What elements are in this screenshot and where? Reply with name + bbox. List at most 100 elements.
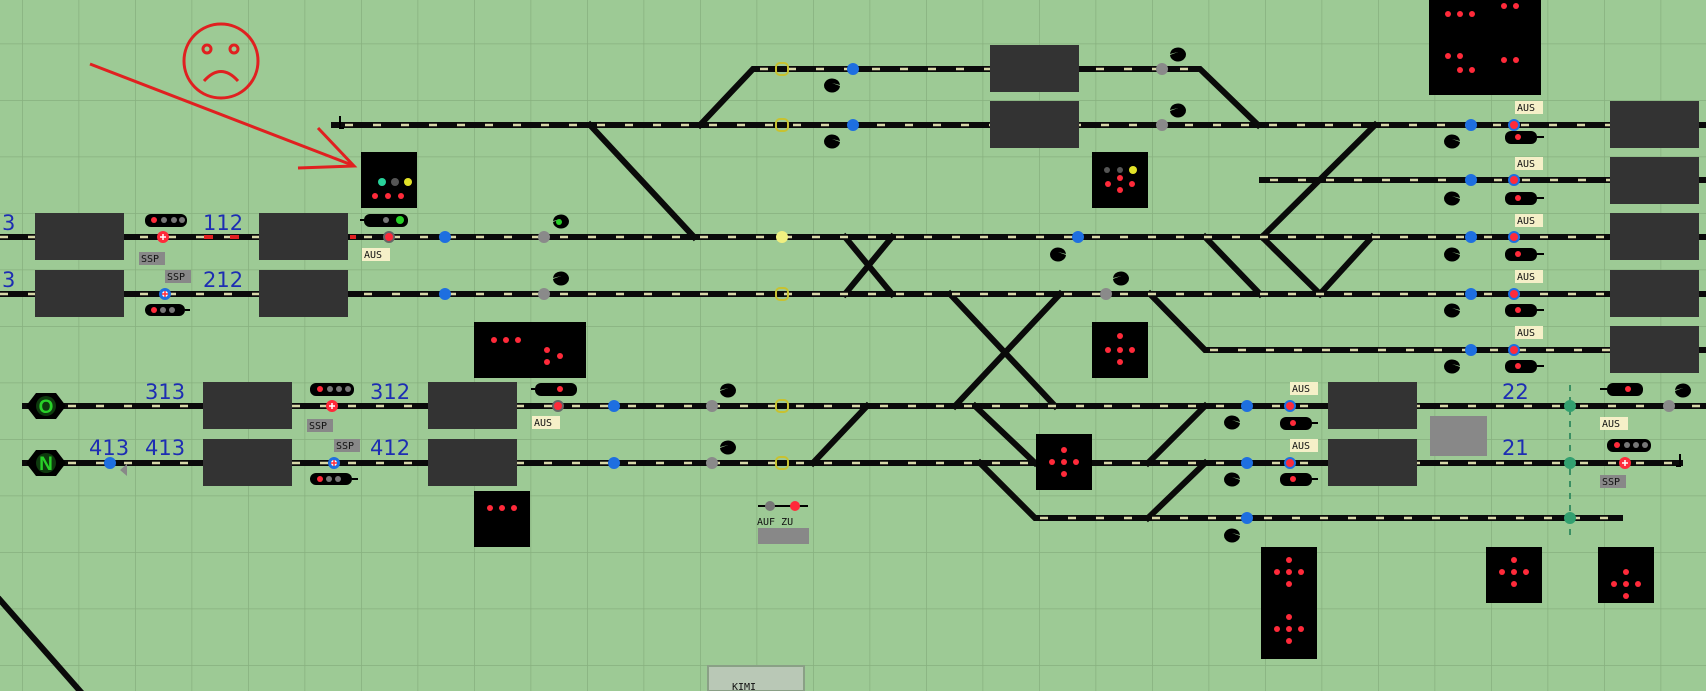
block-panel[interactable] xyxy=(1610,213,1699,260)
track-marker[interactable] xyxy=(608,457,620,469)
block-panel[interactable] xyxy=(990,101,1079,148)
lamp-box[interactable] xyxy=(1429,0,1541,95)
track-marker[interactable] xyxy=(1241,512,1253,524)
crossover-4[interactable] xyxy=(1200,232,1265,299)
track-label-413b: 413 xyxy=(145,436,185,460)
shunt-signal[interactable] xyxy=(553,271,569,286)
signal[interactable] xyxy=(145,304,190,316)
crossover-7[interactable] xyxy=(1315,232,1377,299)
signal[interactable] xyxy=(1280,417,1318,430)
signal[interactable] xyxy=(1607,439,1651,452)
block-panel[interactable] xyxy=(35,270,124,317)
grey-block-panel[interactable] xyxy=(1430,416,1487,456)
shunt-signal[interactable] xyxy=(1444,247,1460,262)
lamp-box[interactable] xyxy=(361,152,417,208)
shunt-signal[interactable] xyxy=(824,78,840,93)
shunt-signal[interactable] xyxy=(824,134,840,149)
signal[interactable] xyxy=(1600,383,1643,396)
crossover-1[interactable] xyxy=(585,120,699,242)
track-row-350[interactable] xyxy=(1145,289,1706,353)
lamp-box[interactable] xyxy=(1598,547,1654,603)
track-marker[interactable] xyxy=(1465,288,1477,300)
track-marker[interactable] xyxy=(104,457,116,469)
track-marker[interactable] xyxy=(608,400,620,412)
shunt-signal[interactable] xyxy=(720,440,736,455)
track-marker[interactable] xyxy=(1465,119,1477,131)
lamp-box[interactable] xyxy=(1092,152,1148,208)
signal[interactable] xyxy=(1505,131,1544,144)
track-label-413a: 413 xyxy=(89,436,129,460)
shunt-signal[interactable] xyxy=(1224,472,1240,487)
crossover-3b[interactable] xyxy=(950,289,1065,411)
block-panel[interactable] xyxy=(990,45,1079,92)
shunt-signal[interactable] xyxy=(720,383,736,398)
lamp-box[interactable] xyxy=(474,491,530,547)
bottom-tab[interactable] xyxy=(707,665,805,691)
signal[interactable] xyxy=(1505,192,1544,205)
direction-n-sign[interactable] xyxy=(26,450,66,476)
signal[interactable] xyxy=(531,383,577,396)
track-marker[interactable] xyxy=(847,63,859,75)
track-marker[interactable] xyxy=(439,231,451,243)
track-row-518[interactable] xyxy=(975,458,1623,521)
block-panel[interactable] xyxy=(1610,270,1699,317)
block-panel[interactable] xyxy=(259,270,348,317)
crossover-3a[interactable] xyxy=(945,289,1060,411)
shunt-signal[interactable] xyxy=(1675,383,1691,398)
block-panel[interactable] xyxy=(428,382,517,429)
yellow-lit-marker[interactable] xyxy=(776,231,788,243)
block-panel[interactable] xyxy=(1328,439,1417,486)
track-marker[interactable] xyxy=(1465,344,1477,356)
block-panel[interactable] xyxy=(259,213,348,260)
lamp-box[interactable] xyxy=(1036,434,1092,490)
shunt-signal[interactable] xyxy=(1170,103,1186,118)
track-marker[interactable] xyxy=(439,288,451,300)
block-panel[interactable] xyxy=(1610,157,1699,204)
signal[interactable] xyxy=(1280,473,1318,486)
block-panel[interactable] xyxy=(203,382,292,429)
lamp-box[interactable] xyxy=(1092,322,1148,378)
shunt-signal[interactable] xyxy=(1224,415,1240,430)
shunt-signal[interactable] xyxy=(1444,134,1460,149)
track-marker[interactable] xyxy=(1241,457,1253,469)
lamp-box[interactable] xyxy=(1486,547,1542,603)
track-marker[interactable] xyxy=(847,119,859,131)
crossover-9[interactable] xyxy=(970,401,1040,468)
block-panel[interactable] xyxy=(1610,326,1699,373)
shunt-signal[interactable] xyxy=(1170,47,1186,62)
signal[interactable] xyxy=(310,383,354,396)
signal[interactable] xyxy=(310,473,358,485)
signal[interactable] xyxy=(1505,248,1544,261)
block-panel[interactable] xyxy=(1610,101,1699,148)
direction-o-sign[interactable] xyxy=(26,393,66,419)
lamp-box[interactable] xyxy=(1261,547,1317,659)
signal[interactable] xyxy=(1505,360,1544,373)
lamp-box[interactable] xyxy=(474,322,586,378)
shunt-signal[interactable] xyxy=(1444,191,1460,206)
crossover-11[interactable] xyxy=(1143,458,1210,523)
block-panel[interactable] xyxy=(35,213,124,260)
track-marker[interactable] xyxy=(1241,400,1253,412)
block-panel[interactable] xyxy=(203,439,292,486)
crossover-2b[interactable] xyxy=(840,232,897,299)
auf-zu-indicator[interactable] xyxy=(758,501,808,511)
block-panel[interactable] xyxy=(428,439,517,486)
track-marker[interactable] xyxy=(1465,174,1477,186)
shunt-signal[interactable] xyxy=(1113,271,1129,286)
track-marker[interactable] xyxy=(1072,231,1084,243)
shunt-signal[interactable] xyxy=(1224,528,1240,543)
shunt-signal[interactable] xyxy=(1050,247,1066,262)
signal[interactable] xyxy=(145,214,187,227)
shunt-signal[interactable] xyxy=(1444,359,1460,374)
signal[interactable] xyxy=(360,214,408,227)
track-upper-loop[interactable] xyxy=(695,66,1263,130)
crossover-6[interactable] xyxy=(1257,120,1380,242)
crossover-10[interactable] xyxy=(1143,401,1210,468)
shunt-signal[interactable] xyxy=(1444,303,1460,318)
block-panel[interactable] xyxy=(1328,382,1417,429)
signal[interactable] xyxy=(1505,304,1544,317)
crossover-8[interactable] xyxy=(808,401,872,468)
ssp-tags: SSP SSP SSP SSP SSP xyxy=(139,252,1626,488)
auf-zu-panel[interactable] xyxy=(758,528,809,544)
track-marker[interactable] xyxy=(1465,231,1477,243)
